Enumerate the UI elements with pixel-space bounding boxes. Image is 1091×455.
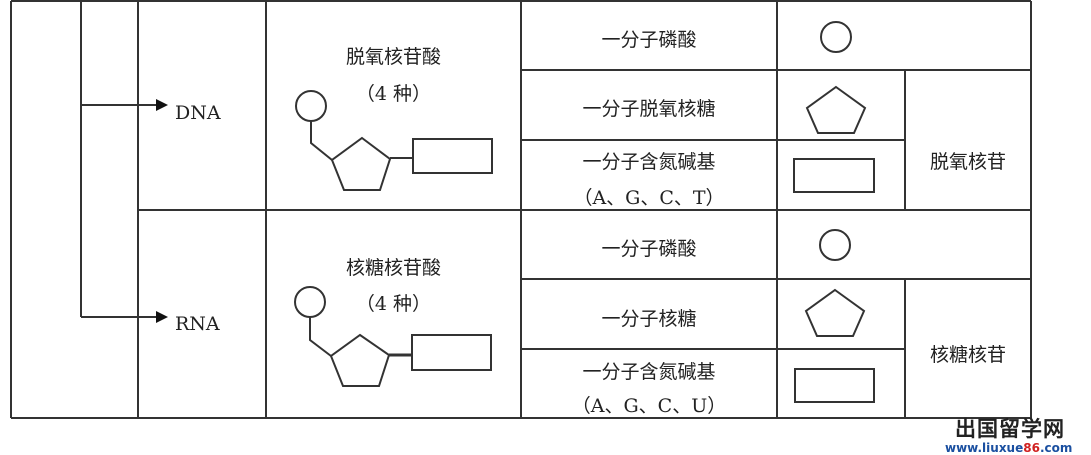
dna-label: DNA	[175, 102, 221, 124]
dna-base: 一分子含氮碱基	[582, 151, 716, 173]
rna-label: RNA	[175, 313, 220, 335]
deoxyribose-pentagon-icon	[805, 85, 867, 134]
rna-count: （4 种）	[355, 293, 432, 315]
watermark-url-number: 86	[1023, 441, 1040, 455]
dna-base-types: （A、G、C、T）	[573, 187, 725, 209]
bracket-arrows	[80, 1, 168, 323]
base-rectangle-icon	[793, 158, 875, 193]
base-rectangle-icon	[794, 368, 875, 403]
dna-nucleotide-diagram	[295, 90, 493, 191]
ribose-pentagon-icon	[804, 288, 866, 337]
dna-nucleotide-name: 脱氧核苷酸	[345, 46, 441, 68]
arrow-dna-icon	[156, 99, 168, 111]
watermark-url-prefix: www.liuxue	[945, 441, 1024, 455]
rna-phosphate: 一分子磷酸	[601, 238, 697, 260]
watermark-url-suffix: .com	[1039, 441, 1073, 455]
watermark-title: 出国留学网	[955, 417, 1065, 441]
dna-sugar: 一分子脱氧核糖	[582, 98, 716, 120]
phosphate-circle-icon	[820, 21, 852, 53]
rna-base: 一分子含氮碱基	[582, 361, 716, 383]
dna-nucleoside: 脱氧核苷	[929, 151, 1006, 173]
dna-count: （4 种）	[355, 83, 432, 105]
rna-nucleotide-diagram	[294, 286, 492, 387]
dna-phosphate: 一分子磷酸	[601, 29, 697, 51]
arrow-rna-icon	[156, 311, 168, 323]
rna-sugar: 一分子核糖	[601, 308, 697, 330]
watermark-url: www.liuxue86.com	[945, 442, 1072, 455]
rna-nucleoside: 核糖核苷	[929, 344, 1006, 366]
phosphate-circle-icon	[819, 229, 851, 261]
rna-nucleotide-name: 核糖核苷酸	[345, 257, 441, 279]
rna-base-types: （A、G、C、U）	[571, 395, 727, 417]
